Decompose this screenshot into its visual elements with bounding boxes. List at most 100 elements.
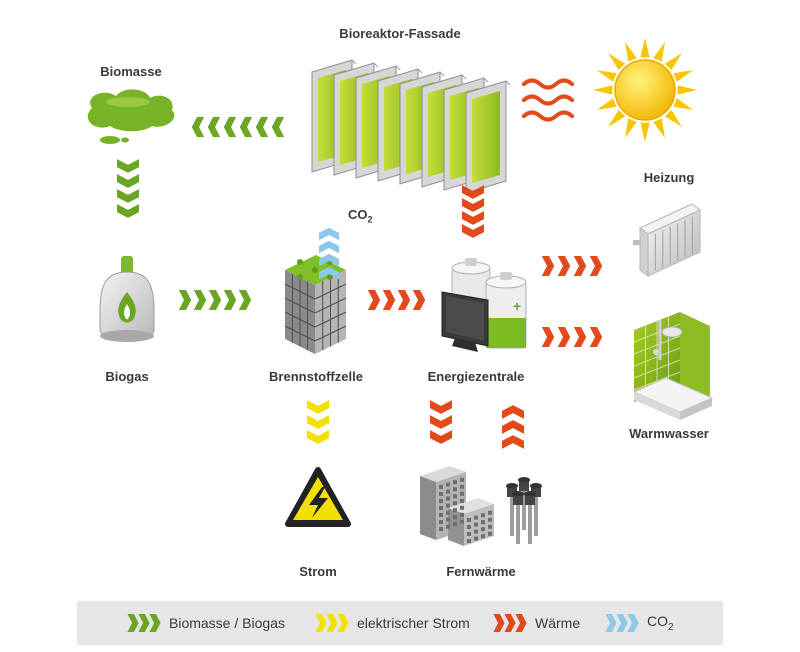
arrow-biogas-to-fuelcell bbox=[178, 290, 252, 310]
arrow-energy-to-heating bbox=[541, 256, 603, 276]
chevron bbox=[493, 614, 505, 632]
arrow-district-to-energy bbox=[502, 405, 524, 449]
chevron bbox=[208, 290, 222, 310]
co2-sub: 2 bbox=[367, 214, 373, 225]
arrow-energy-to-warmwater bbox=[541, 327, 603, 347]
chevron bbox=[319, 266, 339, 280]
green-chevrons-icon bbox=[127, 614, 161, 632]
bioreactor-facade-icon bbox=[311, 59, 511, 194]
chevron bbox=[430, 415, 452, 429]
chevron bbox=[255, 117, 269, 137]
arrow-facade-to-energy-heat bbox=[462, 185, 484, 238]
label-biogas: Biogas bbox=[105, 369, 149, 384]
label-fernwaerme: Fernwärme bbox=[446, 564, 516, 579]
chevron bbox=[430, 400, 452, 414]
yellow-chevrons-icon bbox=[315, 614, 349, 632]
chevron bbox=[315, 614, 327, 632]
chevron bbox=[515, 614, 527, 632]
chevron bbox=[541, 256, 555, 276]
chevron bbox=[271, 117, 285, 137]
chevron bbox=[138, 614, 150, 632]
legend-label: CO2 bbox=[647, 613, 674, 633]
chevron bbox=[367, 290, 381, 310]
chevron bbox=[462, 224, 484, 238]
chevron bbox=[117, 204, 139, 218]
fuel-cell-icon bbox=[284, 255, 347, 354]
label-energiezentrale: Energiezentrale bbox=[427, 369, 525, 384]
legend-co2-sub: 2 bbox=[668, 621, 674, 633]
chevron bbox=[573, 327, 587, 347]
chevron bbox=[223, 290, 237, 310]
blue-chevrons-icon bbox=[605, 614, 639, 632]
label-brennstoffzelle: Brennstoffzelle bbox=[269, 369, 363, 384]
chevron bbox=[605, 614, 617, 632]
legend-label: elektrischer Strom bbox=[357, 615, 470, 631]
arrow-facade-to-biomass bbox=[191, 117, 285, 137]
legend: Biomasse / Biogas elektrischer Strom Wär… bbox=[77, 601, 723, 645]
biomass-icon bbox=[87, 89, 175, 144]
label-bioreaktor-fassade: Bioreaktor-Fassade bbox=[339, 26, 461, 41]
chevron bbox=[337, 614, 349, 632]
legend-label: Wärme bbox=[535, 615, 581, 631]
chevron bbox=[573, 256, 587, 276]
arrow-fuelcell-to-energy-heat bbox=[367, 290, 426, 310]
chevron bbox=[382, 290, 396, 310]
label-strom: Strom bbox=[299, 564, 337, 579]
legend-item-electric: elektrischer Strom bbox=[313, 613, 470, 633]
label-biomasse: Biomasse bbox=[100, 64, 162, 79]
chevron bbox=[462, 211, 484, 225]
arrow-fuelcell-to-facade-co2 bbox=[319, 227, 339, 280]
legend-item-co2: CO2 bbox=[603, 613, 674, 633]
chevron bbox=[319, 240, 339, 254]
chevron bbox=[223, 117, 237, 137]
chevron bbox=[326, 614, 338, 632]
shower-icon bbox=[632, 312, 714, 420]
energy-center-icon: + bbox=[441, 258, 527, 352]
chevron bbox=[191, 117, 205, 137]
label-warmwasser: Warmwasser bbox=[629, 426, 709, 441]
chevron bbox=[557, 256, 571, 276]
chevron bbox=[207, 117, 221, 137]
legend-label: Biomasse / Biogas bbox=[169, 615, 285, 631]
chevron bbox=[178, 290, 192, 310]
co2-base: CO bbox=[348, 207, 368, 222]
chevron bbox=[557, 327, 571, 347]
chevron bbox=[541, 327, 555, 347]
chevron bbox=[462, 198, 484, 212]
chevron bbox=[117, 174, 139, 188]
chevron bbox=[117, 189, 139, 203]
chevron bbox=[627, 614, 639, 632]
heat-waves-icon bbox=[522, 78, 574, 122]
radiator-icon bbox=[633, 203, 701, 277]
chevron bbox=[319, 253, 339, 267]
chevron bbox=[589, 256, 603, 276]
chevron bbox=[239, 117, 253, 137]
label-co2: CO2 bbox=[348, 207, 373, 225]
chevron bbox=[307, 415, 329, 429]
chevron bbox=[616, 614, 628, 632]
biogas-tank-icon bbox=[99, 256, 155, 342]
legend-item-biomass: Biomasse / Biogas bbox=[125, 613, 285, 633]
arrow-energy-to-district bbox=[430, 400, 452, 444]
arrow-biomass-to-biogas bbox=[117, 159, 139, 218]
chevron bbox=[117, 159, 139, 173]
sun-icon bbox=[593, 38, 697, 142]
chevron bbox=[238, 290, 252, 310]
chevron bbox=[589, 327, 603, 347]
legend-co2-base: CO bbox=[647, 613, 668, 630]
chevron bbox=[412, 290, 426, 310]
chevron bbox=[127, 614, 139, 632]
chevron bbox=[502, 420, 524, 434]
legend-item-heat: Wärme bbox=[491, 613, 580, 633]
district-heating-icon bbox=[420, 466, 542, 546]
svg-text:+: + bbox=[513, 298, 521, 314]
chevron bbox=[149, 614, 161, 632]
chevron bbox=[319, 227, 339, 241]
chevron bbox=[397, 290, 411, 310]
chevron bbox=[307, 430, 329, 444]
arrow-fuelcell-to-power bbox=[307, 400, 329, 444]
chevron bbox=[502, 435, 524, 449]
chevron bbox=[504, 614, 516, 632]
high-voltage-sign-icon bbox=[285, 467, 351, 527]
